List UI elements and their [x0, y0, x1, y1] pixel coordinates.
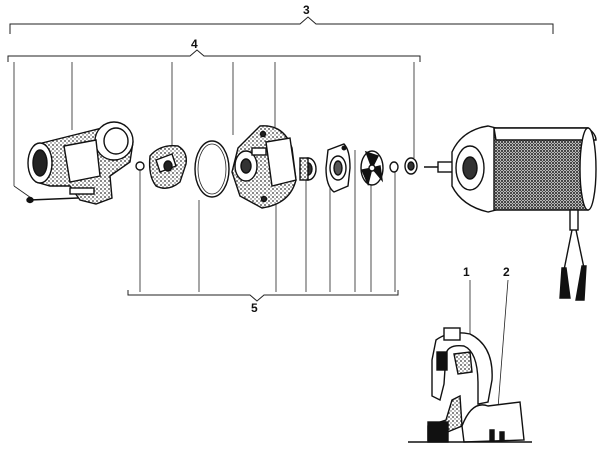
- bracket-5: [127, 290, 399, 302]
- callout-2: 2: [503, 265, 510, 279]
- seal-plate: [325, 143, 351, 193]
- mounting-clamp: [431, 327, 493, 405]
- electric-motor: [424, 125, 597, 301]
- hex-nut: [404, 157, 418, 175]
- pump-housing: [26, 121, 134, 205]
- nut: [135, 161, 145, 171]
- bracket-4: [7, 49, 421, 62]
- callout-3: 3: [303, 3, 310, 17]
- pump-cover: [231, 125, 297, 209]
- vane-rotor: [360, 150, 384, 187]
- impeller: [148, 145, 188, 189]
- bushing: [299, 157, 317, 181]
- bracket-3: [9, 16, 554, 34]
- o-ring: [194, 140, 230, 198]
- callout-1: 1: [463, 265, 470, 279]
- mounting-bracket: [408, 394, 532, 443]
- callout-4: 4: [191, 37, 198, 51]
- callout-5: 5: [251, 301, 258, 315]
- washer: [389, 161, 399, 173]
- leader-lines: [13, 62, 509, 409]
